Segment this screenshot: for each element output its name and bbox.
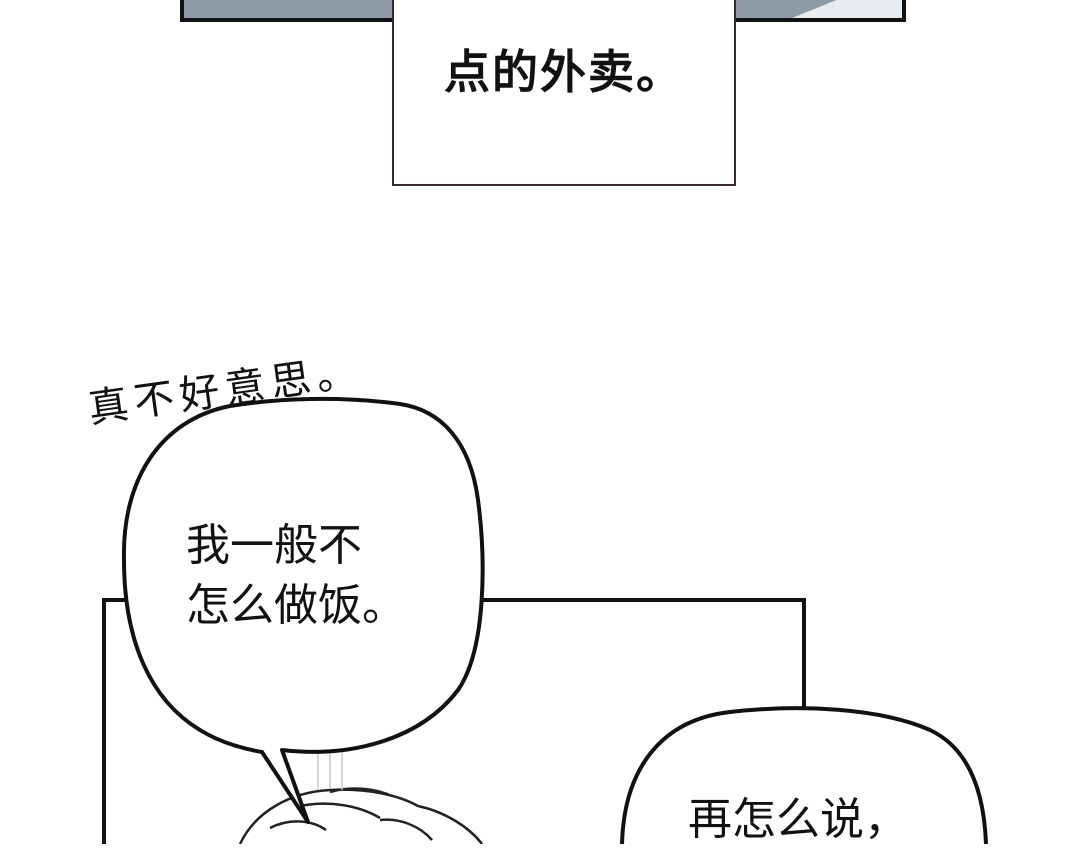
speech-bubble-right	[620, 706, 988, 844]
bubble-right-line-1: 再怎么说，	[688, 794, 908, 845]
speech-bubble-left	[121, 396, 485, 824]
caption-box: 点的外卖。	[392, 0, 736, 186]
character-hair-sketch	[238, 787, 483, 844]
bubble-left-text: 我一般不 怎么做饭。	[186, 516, 406, 636]
bubble-left-line-2: 怎么做饭。	[186, 580, 406, 631]
bubble-left-line-1: 我一般不	[186, 520, 362, 571]
bubble-right-text: 再怎么说，	[688, 790, 908, 850]
caption-text: 点的外卖。	[444, 45, 684, 99]
